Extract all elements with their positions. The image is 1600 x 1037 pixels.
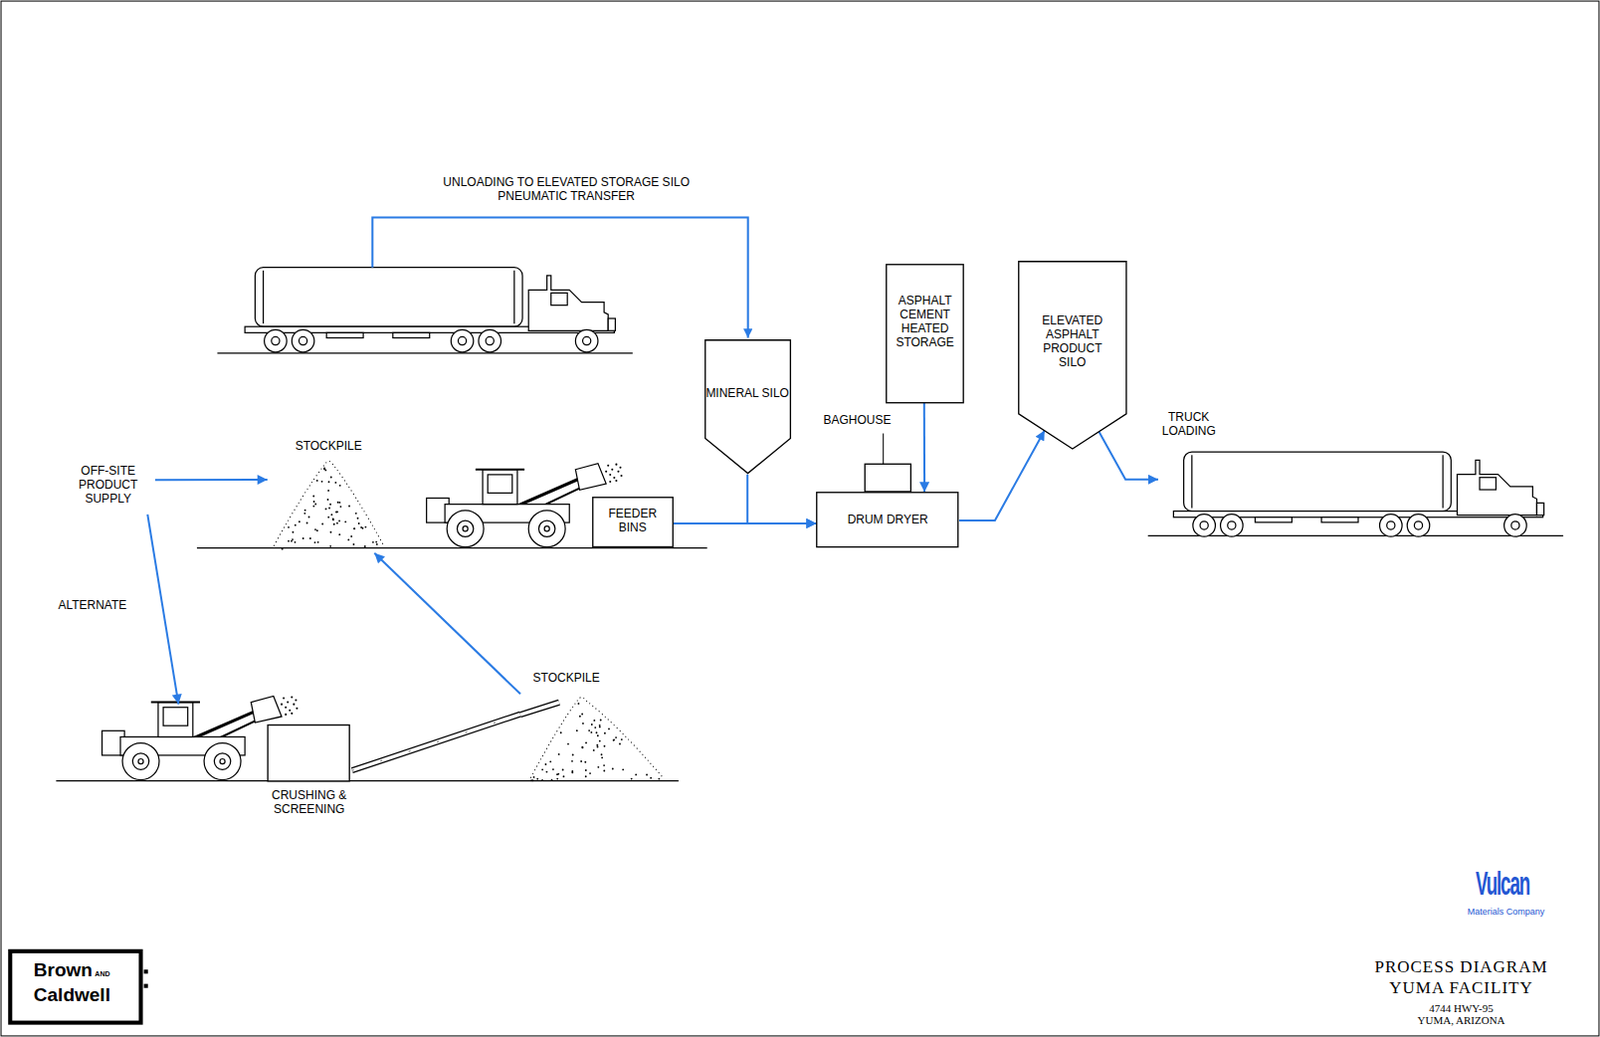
flow-arrow: [374, 553, 521, 695]
box-outline: [886, 263, 964, 402]
node-label: BAGHOUSE: [815, 412, 898, 427]
leader-line: [883, 433, 885, 465]
stockpile: STOCKPILE: [267, 438, 391, 554]
flow-arrow: [147, 514, 179, 705]
silo-outline: [1018, 260, 1127, 448]
conveyor-end: [520, 702, 560, 715]
box-outline: [593, 497, 673, 548]
storage-tank: ASPHALT CEMENT HEATED STORAGE: [885, 263, 965, 403]
node-label: STOCKPILE: [267, 438, 391, 453]
crusher: CRUSHING & SCREENING: [102, 704, 353, 822]
flow-arrow: [1099, 431, 1159, 480]
stockpile: STOCKPILE: [520, 670, 664, 781]
pile-outline: [530, 696, 663, 778]
conveyor: [352, 714, 521, 772]
company-logo-subtitle: Materials Company: [1467, 906, 1546, 917]
supply-source: OFF-SITE PRODUCT SUPPLY: [61, 461, 156, 515]
firm-logo: Caldwell: [33, 984, 111, 1006]
truck-drawing: [1173, 451, 1544, 537]
flow-arrow: [155, 479, 268, 481]
flow-arrow: [923, 402, 925, 492]
node-label: MINERAL SILO: [704, 386, 792, 400]
address-line: 4744 HWY-95: [1338, 1001, 1584, 1015]
pile-grain: [280, 467, 378, 551]
baghouse-box: [865, 464, 912, 493]
address-line: YUMA, ARIZONA: [1338, 1013, 1584, 1027]
baghouse: BAGHOUSE: [815, 412, 917, 492]
box-outline: [816, 492, 959, 548]
flow-arrow: [747, 474, 816, 524]
edge-label: ALTERNATE: [55, 598, 129, 612]
node-shape: [520, 670, 664, 781]
node-label: ELEVATED ASPHALT PRODUCT SILO: [1031, 313, 1114, 370]
node-shape: [1158, 407, 1564, 538]
feeder-bins: FEEDER BINS: [592, 496, 674, 548]
node-label: OFF-SITE PRODUCT SUPPLY: [61, 463, 156, 506]
node-label: CRUSHING & SCREENING: [257, 788, 361, 816]
diagram-title: PROCESS DIAGRAM: [1338, 957, 1584, 978]
pile-grain: [530, 702, 660, 782]
loading-truck: TRUCK LOADING: [1158, 407, 1564, 538]
node-shape: [267, 438, 391, 554]
mineral-silo: MINERAL SILO: [704, 339, 792, 474]
node-label: FEEDER BINS: [597, 506, 669, 535]
flow-note: UNLOADING TO ELEVATED STORAGE SILO PNEUM…: [438, 175, 694, 203]
flow-arrow: [959, 429, 1045, 521]
conveyor-end: [520, 702, 560, 715]
node-label: TRUCK LOADING: [1158, 409, 1220, 438]
firm-logo: Brown: [33, 959, 93, 982]
crusher-box: [267, 724, 350, 781]
product-silo: ELEVATED ASPHALT PRODUCT SILO: [1017, 260, 1128, 450]
silo-outline: [704, 340, 791, 474]
pile-outline: [273, 461, 385, 547]
node-shape: [704, 339, 792, 474]
node-label: DRUM DRYER: [815, 512, 960, 527]
node-label: ASPHALT CEMENT HEATED STORAGE: [885, 293, 965, 350]
title-block-line: YUMA FACILITY: [1338, 978, 1584, 999]
node-label: STOCKPILE: [530, 670, 602, 685]
drum-dryer: DRUM DRYER: [815, 491, 960, 548]
firm-logo: AND: [94, 970, 110, 979]
company-logo: Vulcan: [1475, 863, 1530, 903]
